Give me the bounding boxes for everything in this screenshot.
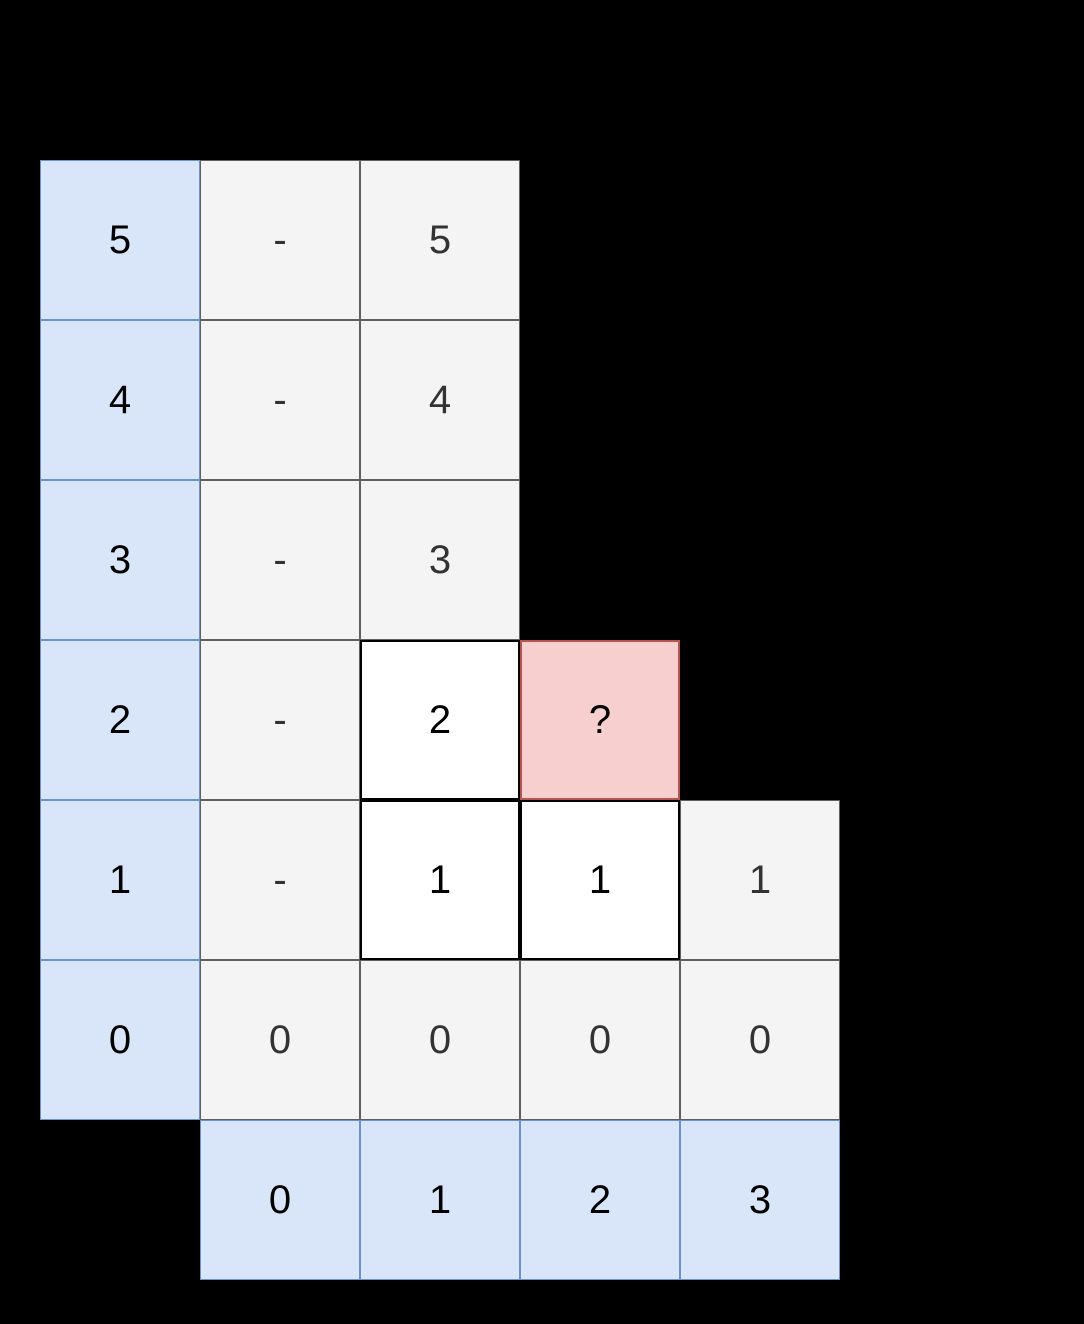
grid-cell-r4c1[interactable]: 4 — [360, 320, 520, 480]
col-header-cell-2: 2 — [520, 1120, 680, 1280]
col-header-cell-1: 1 — [360, 1120, 520, 1280]
row-header-cell-0: 0 — [40, 960, 200, 1120]
grid-cell-r1c0[interactable]: - — [200, 800, 360, 960]
row-header-cell-3: 3 — [40, 480, 200, 640]
grid-cell-r3c0[interactable]: - — [200, 480, 360, 640]
grid-cell-highlighted-r1c2[interactable]: 1 — [520, 800, 680, 960]
grid-cell-query[interactable]: ? — [520, 640, 680, 800]
col-header-cell-0: 0 — [200, 1120, 360, 1280]
grid-cell-r2c0[interactable]: - — [200, 640, 360, 800]
row-header-cell-1: 1 — [40, 800, 200, 960]
row-header-cell-5: 5 — [40, 160, 200, 320]
grid-cell-highlighted-r2c1[interactable]: 2 — [360, 640, 520, 800]
grid-cell-r0c1[interactable]: 0 — [360, 960, 520, 1120]
grid-cell-r0c2[interactable]: 0 — [520, 960, 680, 1120]
grid-cell-r1c3[interactable]: 1 — [680, 800, 840, 960]
grid-cell-r4c0[interactable]: - — [200, 320, 360, 480]
grid-cell-r0c3[interactable]: 0 — [680, 960, 840, 1120]
grid-cell-r0c0[interactable]: 0 — [200, 960, 360, 1120]
row-header-cell-4: 4 — [40, 320, 200, 480]
row-header-cell-2: 2 — [40, 640, 200, 800]
grid-cell-r3c1[interactable]: 3 — [360, 480, 520, 640]
grid-cell-r5c1[interactable]: 5 — [360, 160, 520, 320]
grid-cell-highlighted-r1c1[interactable]: 1 — [360, 800, 520, 960]
grid-cell-r5c0[interactable]: - — [200, 160, 360, 320]
col-header-cell-3: 3 — [680, 1120, 840, 1280]
